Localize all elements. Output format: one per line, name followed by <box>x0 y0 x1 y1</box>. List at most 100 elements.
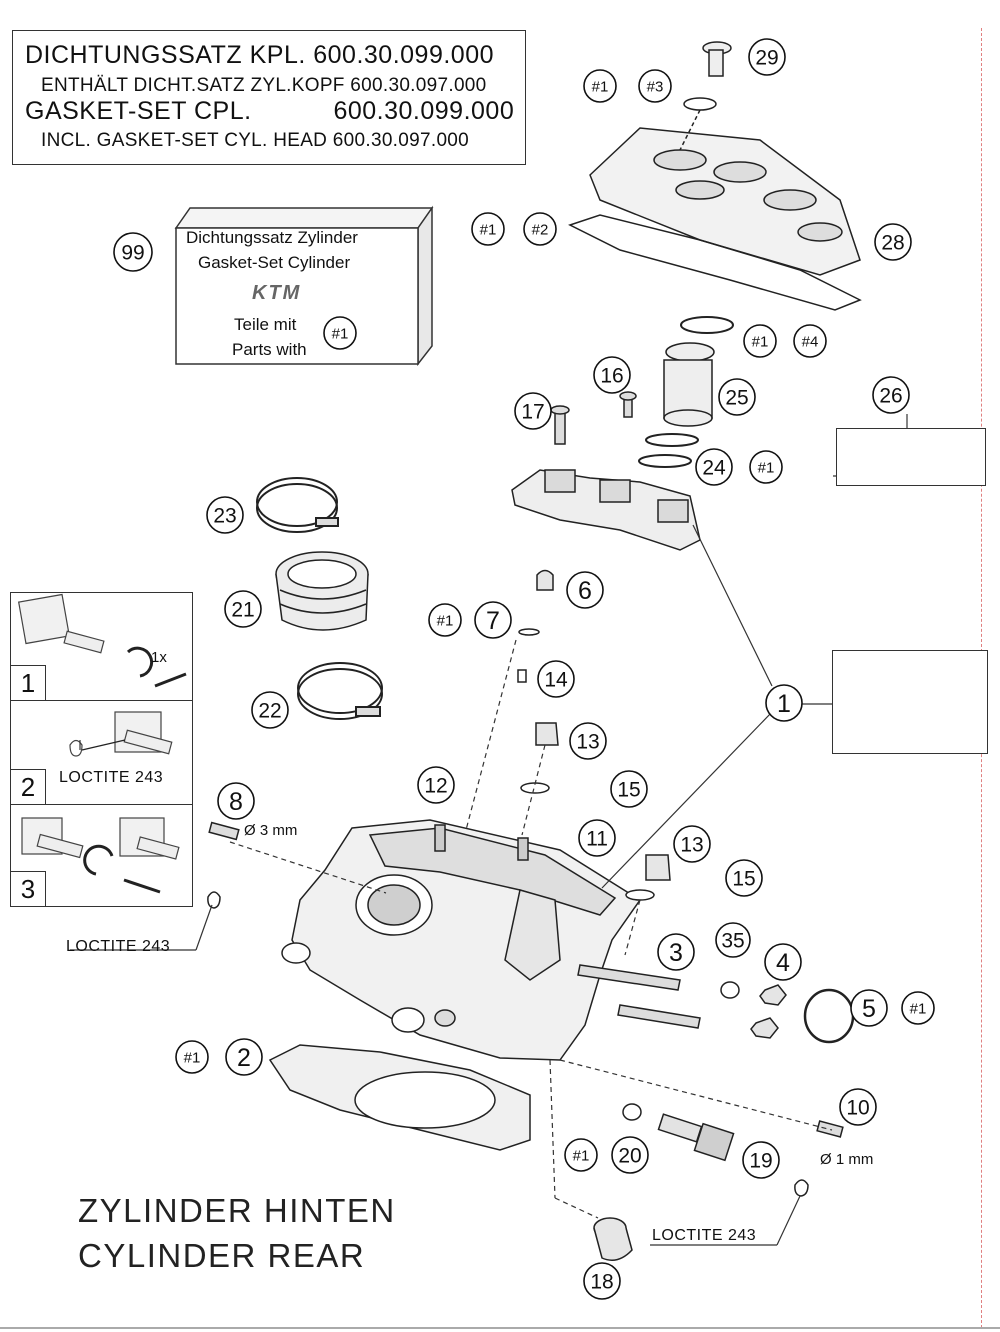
temp-sensor-19 <box>657 1113 735 1162</box>
svg-text:21: 21 <box>231 599 254 622</box>
callout-c20: 20 <box>611 1136 649 1174</box>
callout-c1f: #1 <box>901 991 935 1025</box>
kit-line-2: Gasket-Set Cylinder <box>198 253 351 272</box>
jet-8 <box>207 821 240 909</box>
callout-c1b: #1 <box>471 212 505 246</box>
callout-c25: 25 <box>718 378 756 416</box>
svg-text:10: 10 <box>846 1097 869 1120</box>
callout-c1g: #1 <box>175 1040 209 1074</box>
callout-c3a: #3 <box>638 69 672 103</box>
callout-c28: 28 <box>874 223 912 261</box>
camshaft-bridge <box>511 469 701 551</box>
svg-text:#3: #3 <box>647 78 664 95</box>
gasket-set-header-box: DICHTUNGSSATZ KPL. 600.30.099.000 ENTHÄL… <box>12 30 526 165</box>
svg-text:16: 16 <box>600 365 623 388</box>
svg-text:#2: #2 <box>532 221 549 238</box>
svg-text:13: 13 <box>680 834 703 857</box>
callout-c35: 35 <box>715 922 751 958</box>
step-2: 2 LOCTITE 243 <box>11 701 192 805</box>
svg-text:8: 8 <box>229 788 243 816</box>
callout-group-26: 26 <box>872 376 910 414</box>
callout-c4: 4 <box>764 943 802 981</box>
ktm-logo: KTM <box>252 282 302 304</box>
washer-20 <box>622 1103 642 1121</box>
intake-rubber-21 <box>275 551 369 631</box>
svg-text:2: 2 <box>237 1044 251 1072</box>
svg-text:15: 15 <box>617 779 640 802</box>
callout-c1e: #1 <box>428 603 462 637</box>
callout-c8: 8 <box>217 782 255 820</box>
svg-text:28: 28 <box>881 232 904 255</box>
header-line-2: ENTHÄLT DICHT.SATZ ZYL.KOPF 600.30.097.0… <box>41 75 487 96</box>
svg-text:6: 6 <box>578 577 592 605</box>
loctite-label-left: LOCTITE 243 <box>66 938 171 955</box>
group-1-box <box>832 650 988 754</box>
callout-c3: 3 <box>657 933 695 971</box>
callout-kit-ref: #1 <box>323 316 357 350</box>
callout-c2: 2 <box>225 1038 263 1076</box>
callout-c1a: #1 <box>583 69 617 103</box>
callout-c1h: #1 <box>564 1138 598 1172</box>
kit-line-4: Parts with <box>232 340 307 359</box>
svg-text:#1: #1 <box>437 612 454 629</box>
svg-text:35: 35 <box>721 930 744 953</box>
svg-text:19: 19 <box>749 1150 772 1173</box>
step-1-note: 1x <box>151 649 167 666</box>
svg-text:22: 22 <box>258 700 281 723</box>
o-ring-24b <box>638 454 692 468</box>
svg-text:#1: #1 <box>910 1000 927 1017</box>
gasket-kit-box-outline <box>174 205 434 367</box>
svg-text:23: 23 <box>213 505 236 528</box>
callout-c1c: #1 <box>743 324 777 358</box>
leader-lines <box>70 414 908 1246</box>
callout-c10: 10 <box>839 1088 877 1126</box>
header-line-3: GASKET-SET CPL. 600.30.099.000 <box>25 97 515 125</box>
step-1-number: 1 <box>11 665 46 700</box>
callout-c1d: #1 <box>749 450 783 484</box>
dimension-1mm: Ø 1 mm <box>820 1151 874 1168</box>
kit-line-1: Dichtungssatz Zylinder <box>186 228 358 247</box>
valve-cover-gasket <box>568 214 862 311</box>
header-line-4: INCL. GASKET-SET CYL. HEAD 600.30.097.00… <box>41 130 470 151</box>
callout-c23: 23 <box>206 496 244 534</box>
callout-c16: 16 <box>593 356 631 394</box>
svg-text:#1: #1 <box>592 78 609 95</box>
svg-text:26: 26 <box>879 385 902 408</box>
svg-text:15: 15 <box>732 868 755 891</box>
svg-text:17: 17 <box>521 401 544 424</box>
hose-clamp-23 <box>256 477 339 533</box>
step-1: 1 1x <box>11 593 192 701</box>
svg-text:12: 12 <box>424 775 447 798</box>
svg-text:#1: #1 <box>758 459 775 476</box>
svg-text:5: 5 <box>862 995 876 1023</box>
o-ring-5 <box>803 988 855 1044</box>
svg-text:18: 18 <box>590 1271 613 1294</box>
nut-4b <box>750 1017 779 1039</box>
svg-text:#4: #4 <box>802 333 819 350</box>
svg-text:#1: #1 <box>573 1147 590 1164</box>
head-gasket-2 <box>268 1044 531 1151</box>
step-3-number: 3 <box>11 871 46 906</box>
step-2-loctite-label: LOCTITE 243 <box>59 769 164 786</box>
svg-text:1: 1 <box>777 690 791 718</box>
studs-3 <box>577 964 701 1029</box>
svg-text:#1: #1 <box>752 333 769 350</box>
callout-c19: 19 <box>742 1141 780 1179</box>
small-parts <box>517 569 671 901</box>
callout-c6: 6 <box>566 571 604 609</box>
svg-text:#1: #1 <box>480 221 497 238</box>
hose-clamp-22 <box>297 662 383 720</box>
callout-c13a: 13 <box>569 722 607 760</box>
gasket-kit-box: Dichtungssatz Zylinder Gasket-Set Cylind… <box>176 208 432 364</box>
screw-29 <box>679 41 732 151</box>
callout-c15a: 15 <box>610 770 648 808</box>
callout-c15b: 15 <box>725 859 763 897</box>
jet-10 <box>794 1120 844 1197</box>
svg-text:20: 20 <box>618 1145 641 1168</box>
svg-text:13: 13 <box>576 731 599 754</box>
nut-4a <box>759 984 787 1006</box>
svg-text:3: 3 <box>669 939 683 967</box>
seal-ring <box>680 316 734 334</box>
loctite-label-bottom: LOCTITE 243 <box>652 1227 757 1244</box>
callout-c4a: #4 <box>793 324 827 358</box>
